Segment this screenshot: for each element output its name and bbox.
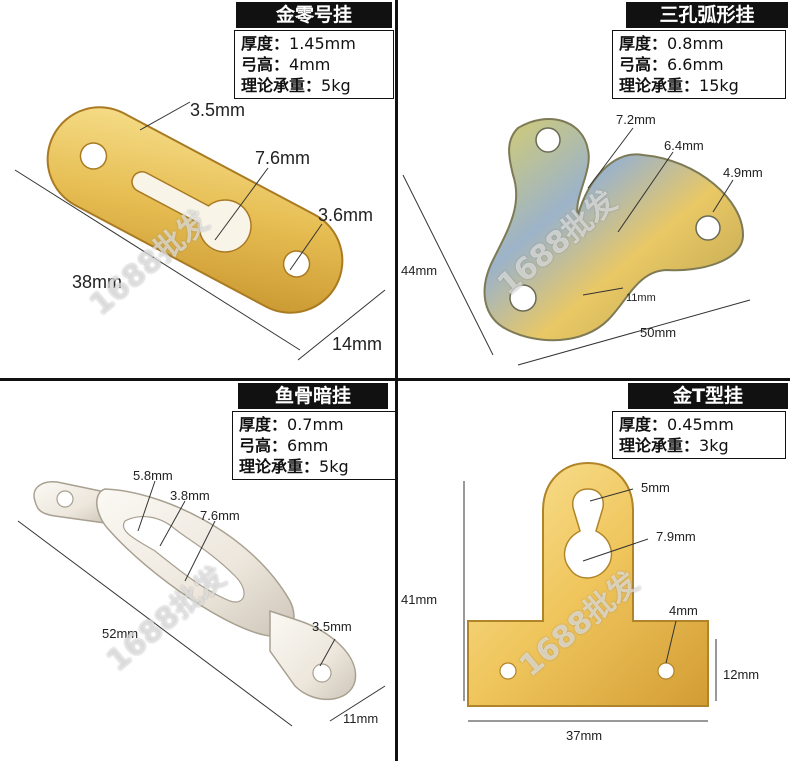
spec-row: 理论承重：15kg bbox=[619, 75, 779, 96]
dim-width: 50mm bbox=[640, 325, 677, 340]
panel-title: 金零号挂 bbox=[236, 2, 392, 28]
spec-row: 理论承重：3kg bbox=[619, 435, 779, 456]
spec-row: 理论承重：5kg bbox=[239, 456, 389, 477]
spec-label: 弓高： bbox=[619, 55, 668, 74]
arc-hole-right bbox=[695, 215, 721, 241]
spec-value: 6mm bbox=[287, 436, 329, 455]
spec-value: 0.8mm bbox=[667, 34, 724, 53]
fishbone-plate bbox=[33, 481, 357, 700]
spec-label: 厚度： bbox=[619, 34, 668, 53]
panel-gold-t-hanger: 金T型挂 厚度：0.45mm 理论承重：3kg 5mm 7.9mm 41mm 4… bbox=[398, 381, 790, 761]
gold-zero-hanger-illustration bbox=[14, 101, 386, 361]
panel-title: 金T型挂 bbox=[628, 383, 788, 409]
t-hole-right bbox=[657, 662, 675, 680]
dim-keyhole-top: 5mm bbox=[641, 480, 670, 495]
dim-slot-small: 3.8mm bbox=[170, 488, 210, 503]
spec-value: 5kg bbox=[319, 457, 349, 476]
dim-hole-diameter: 4mm bbox=[669, 603, 698, 618]
dim-width: 14mm bbox=[332, 334, 383, 354]
dim-slot-large: 5.8mm bbox=[133, 468, 173, 483]
spec-box: 厚度：0.45mm 理论承重：3kg bbox=[612, 411, 786, 459]
three-hole-arc-hanger-illustration bbox=[402, 118, 751, 366]
spec-value: 15kg bbox=[699, 76, 739, 95]
spec-row: 弓高：6.6mm bbox=[619, 54, 779, 75]
dim-hole-diameter-2: 3.6mm bbox=[318, 205, 374, 225]
dim-hole-diameter: 3.5mm bbox=[190, 100, 246, 120]
dim-length: 52mm bbox=[102, 626, 139, 641]
spec-value: 6.6mm bbox=[667, 55, 724, 74]
spec-row: 厚度：0.45mm bbox=[619, 414, 779, 435]
dim-hole-diameter: 4.9mm bbox=[723, 165, 763, 180]
spec-label: 弓高： bbox=[241, 55, 290, 74]
spec-row: 弓高：4mm bbox=[241, 54, 387, 75]
spec-row: 厚度：0.8mm bbox=[619, 33, 779, 54]
spec-value: 4mm bbox=[289, 55, 331, 74]
dim-slot-length: 7.6mm bbox=[200, 508, 240, 523]
dim-leg-width: 11mm bbox=[626, 292, 656, 304]
spec-label: 理论承重： bbox=[619, 76, 700, 95]
spec-box: 厚度：0.7mm 弓高：6mm 理论承重：5kg bbox=[232, 411, 396, 480]
dim-height: 44mm bbox=[401, 263, 438, 278]
panel-title: 鱼骨暗挂 bbox=[238, 383, 388, 409]
spec-label: 厚度： bbox=[241, 34, 290, 53]
dim-slot-width: 7.6mm bbox=[255, 148, 311, 168]
horizontal-divider bbox=[0, 378, 790, 381]
t-hole-left bbox=[499, 662, 517, 680]
spec-row: 厚度：1.45mm bbox=[241, 33, 387, 54]
spec-value: 3kg bbox=[699, 436, 729, 455]
spec-label: 理论承重： bbox=[239, 457, 320, 476]
panel-three-hole-arc-hanger: 三孔弧形挂 厚度：0.8mm 弓高：6.6mm 理论承重：15kg 7.2mm … bbox=[398, 0, 790, 378]
gold-t-hanger-illustration bbox=[463, 461, 717, 722]
spec-row: 厚度：0.7mm bbox=[239, 414, 389, 435]
dim-height: 41mm bbox=[401, 592, 438, 607]
spec-row: 理论承重：5kg bbox=[241, 75, 387, 96]
fishbone-hanger-illustration bbox=[17, 480, 386, 727]
arc-hanger-plate bbox=[483, 118, 745, 342]
spec-label: 厚度： bbox=[619, 415, 668, 434]
spec-row: 弓高：6mm bbox=[239, 435, 389, 456]
panel-title: 三孔弧形挂 bbox=[626, 2, 788, 28]
dim-base-height: 12mm bbox=[723, 667, 760, 682]
spec-value: 0.45mm bbox=[667, 415, 734, 434]
spec-value: 5kg bbox=[321, 76, 351, 95]
dim-arc-width: 7.2mm bbox=[616, 112, 656, 127]
spec-box: 厚度：0.8mm 弓高：6.6mm 理论承重：15kg bbox=[612, 30, 786, 99]
t-hanger-plate bbox=[467, 461, 709, 707]
spec-value: 0.7mm bbox=[287, 415, 344, 434]
spec-value: 1.45mm bbox=[289, 34, 356, 53]
spec-label: 厚度： bbox=[239, 415, 288, 434]
dim-width: 11mm bbox=[343, 711, 379, 726]
spec-box: 厚度：1.45mm 弓高：4mm 理论承重：5kg bbox=[234, 30, 394, 99]
arc-hole-bottom bbox=[509, 284, 537, 312]
dim-width: 37mm bbox=[566, 728, 603, 743]
dim-arc-inner: 6.4mm bbox=[664, 138, 704, 153]
panel-fishbone-hanger: 鱼骨暗挂 厚度：0.7mm 弓高：6mm 理论承重：5kg 5.8mm 3.8m… bbox=[0, 381, 396, 761]
panel-gold-zero-hanger: 金零号挂 厚度：1.45mm 弓高：4mm 理论承重：5kg 3.5mm 7.6… bbox=[0, 0, 395, 378]
spec-label: 理论承重： bbox=[241, 76, 322, 95]
dim-hole-diameter: 3.5mm bbox=[312, 619, 352, 634]
spec-label: 理论承重： bbox=[619, 436, 700, 455]
arc-hole-top bbox=[535, 127, 561, 153]
spec-label: 弓高： bbox=[239, 436, 288, 455]
dim-keyhole-length: 7.9mm bbox=[656, 529, 696, 544]
dim-length: 38mm bbox=[72, 272, 123, 292]
